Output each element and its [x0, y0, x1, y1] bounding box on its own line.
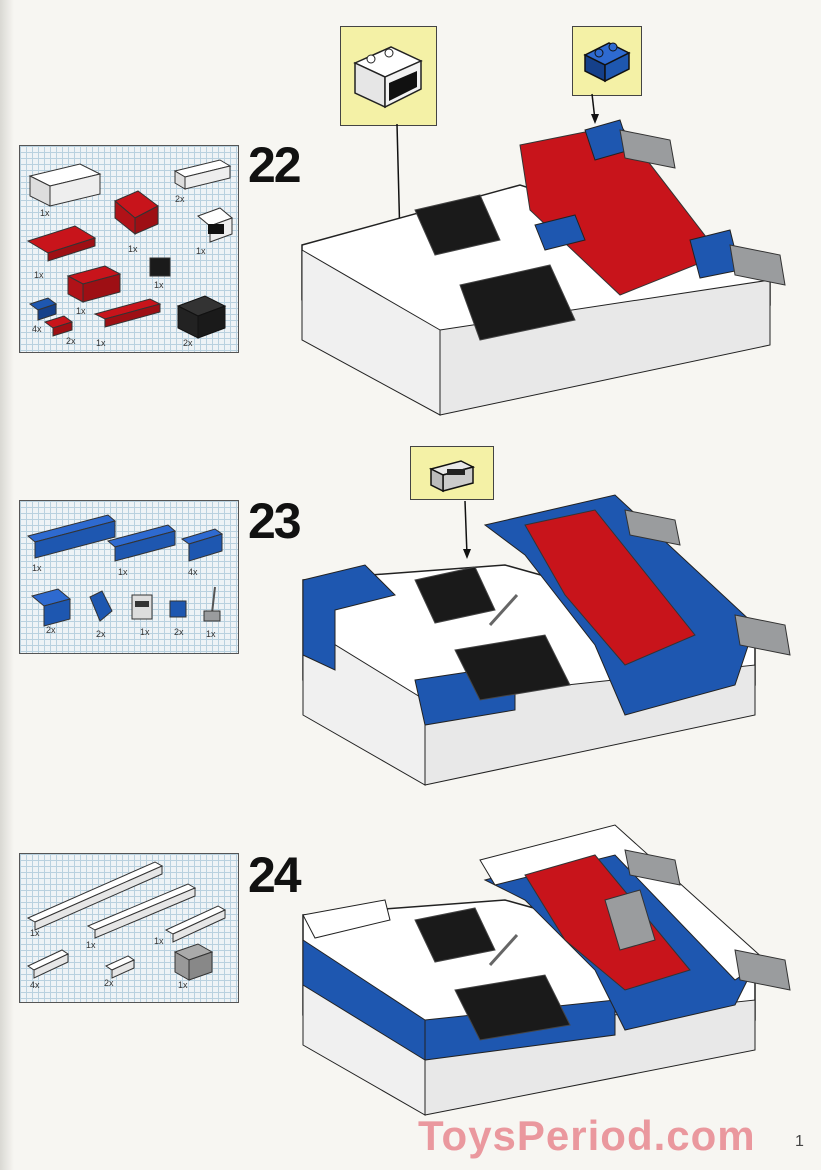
red-plate-1x2	[43, 315, 74, 337]
model-step-23	[302, 494, 791, 786]
parts-illustration-step-24	[26, 861, 227, 981]
part-quantity: 2x	[96, 629, 106, 639]
part-quantity: 4x	[30, 980, 40, 990]
blue-brick-1x1	[169, 600, 187, 618]
part-quantity: 1x	[154, 280, 164, 290]
page-number: 1	[795, 1133, 804, 1150]
model-step-22	[301, 93, 786, 416]
callout-blue-brick	[572, 26, 642, 96]
part-quantity: 1x	[40, 208, 50, 218]
blue-brick-1x6	[106, 524, 177, 562]
parts-illustration-step-23	[26, 514, 224, 627]
callout-sloped-computer-brick	[340, 26, 437, 126]
gray-lever	[203, 586, 221, 622]
part-quantity: 1x	[76, 306, 86, 316]
red-plate-1x6	[93, 298, 162, 328]
part-quantity: 4x	[188, 567, 198, 577]
blue-arch-brick	[30, 588, 72, 627]
black-brick-2x2	[176, 295, 227, 339]
part-quantity: 2x	[104, 978, 114, 988]
blue-brick-1x2	[28, 297, 58, 321]
step-number: 24	[248, 847, 302, 903]
red-brick-2x3	[66, 265, 122, 303]
white-plate-1x8	[86, 883, 197, 939]
blue-brick-1x3	[180, 528, 224, 562]
blue-brick-1x2-icon	[583, 42, 631, 83]
part-quantity: 2x	[174, 627, 184, 637]
white-plate-1x3	[26, 949, 70, 979]
white-brick-1x4	[173, 159, 232, 190]
red-slope-brick	[114, 190, 159, 236]
white-brick-1x10	[26, 861, 164, 931]
page-binding-shadow	[0, 0, 14, 1170]
callout-seat-part	[410, 446, 494, 500]
parts-illustration-step-22	[26, 159, 233, 339]
part-quantity: 1x	[96, 338, 106, 348]
gray-seat-part	[131, 594, 153, 620]
parts-list-step-23: 1x 1x 4x 2x 2x 1x 2x 1x	[19, 500, 239, 654]
part-quantity: 2x	[66, 336, 76, 346]
part-quantity: 1x	[30, 928, 40, 938]
part-quantity: 1x	[140, 627, 150, 637]
red-plate-2x4	[26, 225, 97, 262]
white-computer-slope	[197, 207, 233, 243]
white-brick-2x4	[28, 163, 102, 207]
parts-list-step-24: 1x 1x 1x 4x 2x 1x	[19, 853, 239, 1003]
white-plate-1x4	[164, 905, 227, 943]
watermark: ToysPeriod.com	[418, 1112, 756, 1159]
gray-brick-1x2	[173, 943, 214, 981]
part-quantity: 1x	[118, 567, 128, 577]
part-quantity: 4x	[32, 324, 42, 334]
part-quantity: 1x	[178, 980, 188, 990]
part-quantity: 1x	[154, 936, 164, 946]
parts-list-step-22: 1x 2x 1x 1x 1x 1x 1x 4x 2x 1x 2x	[19, 145, 239, 353]
part-quantity: 1x	[86, 940, 96, 950]
blue-brick-1x6	[26, 514, 117, 559]
part-quantity: 1x	[196, 246, 206, 256]
step-number: 23	[248, 493, 302, 549]
part-quantity: 1x	[32, 563, 42, 573]
step-number: 22	[248, 137, 302, 193]
white-computer-slope-icon	[353, 46, 423, 109]
part-quantity: 1x	[34, 270, 44, 280]
part-quantity: 2x	[183, 338, 193, 348]
white-plate-1x2	[104, 955, 136, 979]
model-step-24	[302, 824, 791, 1116]
part-quantity: 2x	[46, 625, 56, 635]
black-brick-1x1	[149, 257, 171, 277]
part-quantity: 1x	[128, 244, 138, 254]
part-quantity: 2x	[175, 194, 185, 204]
blue-slope-brick	[89, 590, 113, 622]
gray-seat-icon	[428, 460, 476, 493]
part-quantity: 1x	[206, 629, 216, 639]
